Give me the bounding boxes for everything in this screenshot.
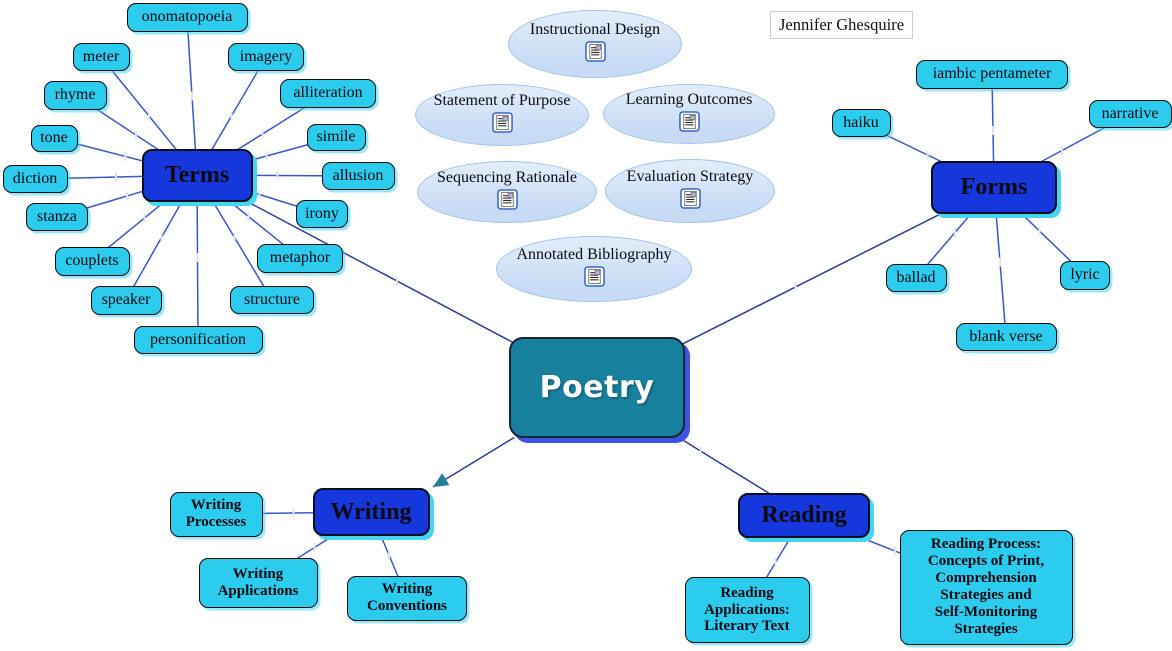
node-statement-of-purpose[interactable]: Statement of Purpose bbox=[415, 84, 589, 146]
node-label: Statement of Purpose bbox=[433, 92, 571, 110]
resource-icon[interactable] bbox=[679, 188, 701, 214]
node-label: narrative bbox=[1101, 104, 1159, 122]
node-speaker[interactable]: speaker bbox=[90, 285, 162, 315]
node-personification[interactable]: personification bbox=[133, 326, 263, 354]
node-label: Evaluation Strategy bbox=[626, 168, 754, 186]
node-reading[interactable]: Reading bbox=[738, 492, 870, 538]
node-label: Annotated Bibliography bbox=[516, 246, 672, 264]
node-forms[interactable]: Forms bbox=[931, 160, 1057, 214]
node-label: Sequencing Rationale bbox=[437, 169, 577, 187]
node-label: Learning Outcomes bbox=[625, 91, 753, 109]
arrowhead-icon bbox=[433, 473, 450, 487]
resource-icon[interactable] bbox=[678, 111, 700, 137]
author-label[interactable]: Jennifer Ghesquire bbox=[770, 11, 914, 39]
resource-icon[interactable] bbox=[496, 189, 518, 215]
node-label: Writing Processes bbox=[185, 497, 247, 530]
node-writing-conventions[interactable]: Writing Conventions bbox=[347, 575, 467, 621]
node-blank-verse[interactable]: blank verse bbox=[955, 323, 1057, 351]
node-label: rhyme bbox=[54, 85, 96, 103]
node-allusion[interactable]: allusion bbox=[321, 162, 395, 190]
node-narrative[interactable]: narrative bbox=[1088, 100, 1172, 128]
node-label: imagery bbox=[239, 47, 293, 65]
node-label: stanza bbox=[37, 207, 77, 225]
node-label: Poetry bbox=[539, 369, 655, 405]
node-label: speaker bbox=[101, 290, 151, 308]
node-rhyme[interactable]: rhyme bbox=[43, 80, 107, 110]
node-label: Writing bbox=[330, 498, 412, 525]
node-tone[interactable]: tone bbox=[30, 124, 78, 152]
node-reading-process[interactable]: Reading Process: Concepts of Print, Comp… bbox=[899, 529, 1073, 645]
node-onomatopoeia[interactable]: onomatopoeia bbox=[126, 2, 248, 32]
node-imagery[interactable]: imagery bbox=[228, 43, 304, 71]
node-structure[interactable]: structure bbox=[230, 286, 314, 314]
node-label: haiku bbox=[843, 113, 879, 131]
node-evaluation-strategy[interactable]: Evaluation Strategy bbox=[605, 159, 775, 223]
node-writing-applications[interactable]: Writing Applications bbox=[198, 558, 318, 608]
node-label: alliteration bbox=[293, 83, 363, 101]
node-label: ballad bbox=[896, 268, 936, 286]
node-label: metaphor bbox=[269, 248, 331, 266]
node-irony[interactable]: irony bbox=[296, 200, 348, 228]
node-reading-applications[interactable]: Reading Applications: Literary Text bbox=[684, 577, 810, 643]
node-label: Writing Conventions bbox=[366, 581, 448, 614]
node-ballad[interactable]: ballad bbox=[885, 264, 947, 292]
node-label: Instructional Design bbox=[529, 21, 661, 39]
node-label: irony bbox=[305, 204, 339, 222]
node-label: blank verse bbox=[969, 327, 1043, 345]
node-label: structure bbox=[244, 290, 300, 308]
node-alliteration[interactable]: alliteration bbox=[280, 78, 376, 108]
node-label: Terms bbox=[164, 161, 230, 188]
node-poetry[interactable]: Poetry bbox=[509, 336, 685, 438]
node-sequencing-rationale[interactable]: Sequencing Rationale bbox=[417, 161, 597, 223]
node-writing-processes[interactable]: Writing Processes bbox=[169, 491, 263, 537]
node-label: couplets bbox=[65, 251, 119, 269]
node-label: Forms bbox=[960, 173, 1028, 200]
node-haiku[interactable]: haiku bbox=[831, 109, 891, 137]
node-label: onomatopoeia bbox=[141, 7, 233, 25]
node-label: Reading Process: Concepts of Print, Comp… bbox=[927, 536, 1045, 637]
node-annotated-bibliography[interactable]: Annotated Bibliography bbox=[496, 236, 692, 302]
node-label: diction bbox=[12, 169, 58, 187]
node-couplets[interactable]: couplets bbox=[54, 246, 130, 276]
resource-icon[interactable] bbox=[583, 266, 605, 292]
node-lyric[interactable]: lyric bbox=[1060, 260, 1110, 290]
node-simile[interactable]: simile bbox=[306, 123, 366, 151]
node-label: iambic pentameter bbox=[932, 64, 1052, 82]
node-label: allusion bbox=[332, 166, 384, 184]
resource-icon[interactable] bbox=[584, 41, 606, 67]
node-stanza[interactable]: stanza bbox=[26, 203, 88, 231]
node-terms[interactable]: Terms bbox=[141, 148, 253, 202]
node-label: Reading bbox=[761, 501, 847, 528]
node-iambic-pentameter[interactable]: iambic pentameter bbox=[916, 59, 1068, 89]
node-writing[interactable]: Writing bbox=[312, 488, 430, 536]
node-label: lyric bbox=[1070, 265, 1100, 283]
resource-icon[interactable] bbox=[491, 112, 513, 138]
node-metaphor[interactable]: metaphor bbox=[257, 243, 343, 273]
node-learning-outcomes[interactable]: Learning Outcomes bbox=[603, 84, 775, 144]
node-meter[interactable]: meter bbox=[72, 43, 130, 71]
node-instructional-design[interactable]: Instructional Design bbox=[508, 10, 682, 78]
node-label: meter bbox=[82, 47, 120, 65]
node-label: simile bbox=[316, 127, 356, 145]
node-diction[interactable]: diction bbox=[2, 165, 68, 193]
node-label: Writing Applications bbox=[217, 566, 299, 599]
node-label: tone bbox=[40, 128, 68, 146]
node-label: personification bbox=[150, 330, 246, 348]
node-label: Reading Applications: Literary Text bbox=[704, 584, 790, 635]
